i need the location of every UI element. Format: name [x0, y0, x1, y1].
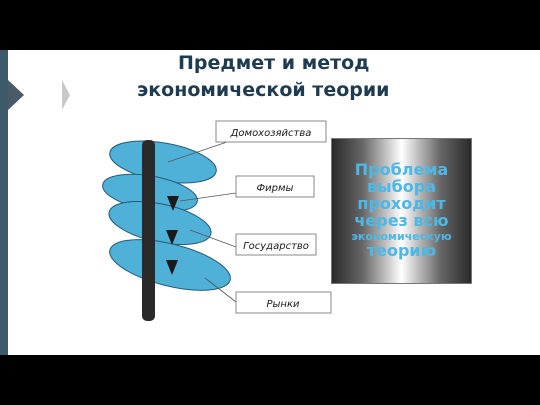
problem-line-5: экономическую — [351, 230, 452, 244]
decorative-arrow-icon — [62, 80, 70, 110]
down-arrow-icon — [167, 196, 179, 211]
leader-line — [167, 140, 231, 163]
label-box-government — [235, 233, 317, 256]
problem-line-2: выбора — [366, 177, 436, 197]
label-markets: Рынки — [266, 299, 300, 310]
decorative-arrow-icon — [8, 52, 14, 64]
title-line-1: Предмет и метод — [178, 52, 370, 74]
economy-diagram: Домохозяйства Фирмы Государство Рынки — [102, 120, 332, 321]
label-government: Государство — [243, 241, 309, 252]
leader-line — [204, 277, 237, 303]
central-rod — [142, 140, 155, 321]
leader-line — [179, 192, 237, 202]
problem-line-3: проходит — [357, 193, 446, 213]
label-firms: Фирмы — [257, 183, 294, 194]
decorative-arrow-icon — [8, 332, 14, 348]
problem-line-6: теорию — [366, 240, 437, 260]
down-arrow-icon — [166, 260, 178, 275]
slide: Предмет и метод экономической теории Дом… — [0, 50, 540, 355]
slide-title: Предмет и метод экономической теории — [0, 50, 540, 112]
problem-box: Проблема выбора проходит через всю эконо… — [331, 138, 472, 284]
label-box-firms — [235, 175, 315, 198]
decorative-arrows — [8, 52, 70, 348]
label-box-households — [215, 120, 327, 143]
side-accent-bar — [0, 50, 8, 355]
decorative-arrow-icon — [8, 80, 24, 110]
down-arrow-icon — [166, 230, 178, 245]
label-households: Домохозяйства — [230, 128, 312, 139]
title-line-2: экономической теории — [137, 79, 390, 101]
problem-line-1: Проблема — [354, 160, 449, 180]
label-box-markets — [235, 291, 332, 314]
leader-line — [189, 229, 237, 248]
problem-line-4: через всю — [354, 210, 449, 230]
